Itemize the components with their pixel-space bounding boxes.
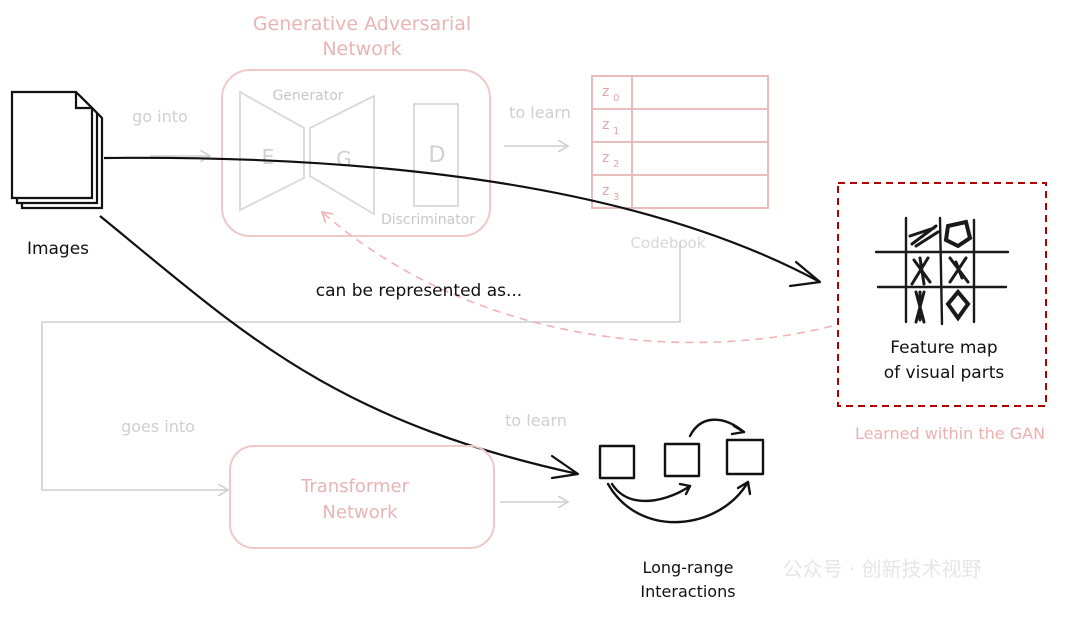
svg-text:1: 1 — [613, 126, 619, 137]
gan-title-line1: Generative Adversarial — [253, 13, 471, 35]
discriminator-letter: D — [429, 143, 446, 168]
svg-text:z: z — [602, 84, 609, 100]
gan-box — [221, 69, 491, 237]
generator-letter: G — [336, 147, 352, 171]
svg-text:z: z — [602, 150, 609, 166]
interaction-squares-icon — [598, 418, 765, 524]
can-be-represented-label: can be represented as... — [316, 281, 522, 301]
codebook-row-label-0: z 0 — [602, 84, 619, 104]
svg-text:3: 3 — [613, 192, 619, 203]
codebook-table — [591, 75, 769, 209]
discriminator-shape — [413, 103, 459, 207]
encoder-shape — [239, 90, 305, 212]
gan-title-line2: Network — [322, 38, 401, 60]
feature-map-caption: Learned within the GAN — [855, 424, 1045, 443]
svg-text:z: z — [602, 117, 609, 133]
to-learn-bottom-label: to learn — [505, 411, 567, 430]
generator-label: Generator — [272, 88, 343, 104]
codebook-row-label-1: z 1 — [602, 117, 619, 137]
feature-map-line2: of visual parts — [884, 363, 1005, 383]
codebook-label: Codebook — [631, 234, 706, 252]
images-stack-icon — [10, 90, 104, 210]
images-to-feature-map-arrow — [103, 156, 821, 283]
transformer-line2: Network — [322, 502, 398, 523]
watermark: 公众号 · 创新技术视野 — [782, 557, 981, 581]
generator-shape — [309, 94, 375, 216]
svg-text:z: z — [602, 183, 609, 199]
to-learn-top-label: to learn — [509, 103, 571, 122]
go-into-label: go into — [132, 107, 188, 126]
svg-text:2: 2 — [613, 159, 619, 170]
interactions-arrowhead — [550, 454, 580, 480]
feature-map-line1: Feature map — [890, 338, 997, 358]
interactions-line2: Interactions — [640, 582, 735, 601]
transformer-box — [229, 445, 495, 549]
svg-text:0: 0 — [613, 93, 619, 104]
goes-into-label: goes into — [121, 417, 195, 436]
codebook-row-label-2: z 2 — [602, 150, 619, 170]
feature-map-box — [837, 182, 1047, 407]
transformer-line1: Transformer — [300, 476, 410, 497]
tic-tac-toe-grid-icon — [874, 216, 1010, 326]
images-label: Images — [27, 239, 89, 259]
feature-map-arrowhead — [788, 260, 822, 288]
codebook-to-transformer-connector — [41, 242, 681, 490]
learned-within-gan-arrow — [322, 212, 833, 344]
interactions-line1: Long-range — [642, 558, 733, 577]
discriminator-label: Discriminator — [381, 212, 475, 228]
encoder-letter: E — [262, 145, 275, 169]
codebook-row-label-3: z 3 — [602, 183, 619, 203]
